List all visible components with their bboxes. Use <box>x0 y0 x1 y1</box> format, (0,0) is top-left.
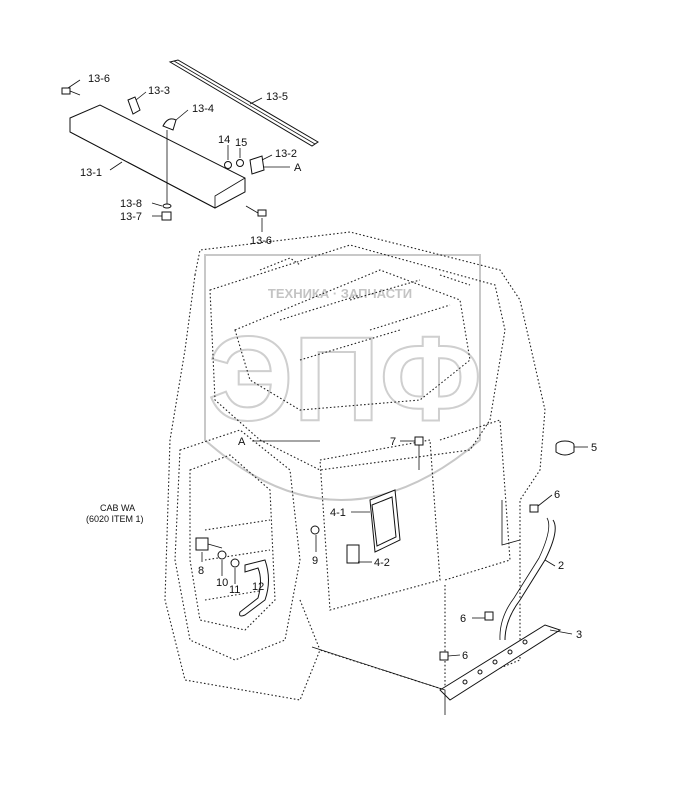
bolt-8 <box>195 537 223 551</box>
callout-6-mid: 6 <box>460 613 466 625</box>
callout-13-6-top: 13-6 <box>88 73 110 85</box>
leader-lines <box>67 79 588 715</box>
callout-13-8: 13-8 <box>120 198 142 210</box>
watermark-tagline: ТЕХНИКА · ЗАПЧАСТИ <box>268 286 412 301</box>
fasteners-13-7-13-8 <box>161 203 172 221</box>
callout-15: 15 <box>235 137 247 149</box>
watermark-letters: ЭПФ <box>208 312 482 446</box>
pipe-2 <box>499 517 556 641</box>
bolt-7 <box>414 436 424 470</box>
callout-5: 5 <box>591 442 597 454</box>
callout-9: 9 <box>312 555 318 567</box>
cab-note-line1: CAB WA <box>100 503 135 513</box>
callout-12: 12 <box>252 581 264 593</box>
cover-panel-13-1 <box>69 104 246 209</box>
handle-12 <box>239 559 269 617</box>
callout-7: 7 <box>390 436 396 448</box>
callout-labels: 13-6 13-3 13-5 13-4 14 15 13-2 A 13-1 13… <box>80 73 597 662</box>
cab-reference-note: CAB WA (6020 ITEM 1) <box>86 503 144 524</box>
callout-6-low: 6 <box>462 650 468 662</box>
callout-2: 2 <box>558 560 564 572</box>
plate-3 <box>439 624 562 701</box>
callout-8: 8 <box>198 565 204 577</box>
callout-13-4: 13-4 <box>192 103 214 115</box>
callout-14: 14 <box>218 134 230 146</box>
callout-13-1: 13-1 <box>80 167 102 179</box>
cab-note-line2: (6020 ITEM 1) <box>86 514 144 524</box>
callout-13-7: 13-7 <box>120 211 142 223</box>
callout-a-mid: A <box>238 436 246 448</box>
hook-13-4 <box>162 118 177 205</box>
mirror-bracket-4-2 <box>346 544 360 564</box>
callout-13-2: 13-2 <box>275 148 297 160</box>
callout-3: 3 <box>576 629 582 641</box>
cap-5 <box>555 440 575 456</box>
callout-4-1: 4-1 <box>330 507 346 519</box>
bracket-13-3 <box>127 96 141 115</box>
callout-4-2: 4-2 <box>374 557 390 569</box>
callout-6-right: 6 <box>554 489 560 501</box>
watermark: ТЕХНИКА · ЗАПЧАСТИ ЭПФ <box>204 254 483 501</box>
callout-a-top: A <box>294 162 302 174</box>
mirror-4-1 <box>369 489 401 553</box>
latch-13-2 <box>249 155 265 175</box>
washers-9-10-11 <box>217 525 320 568</box>
bolt-13-6-bottom <box>245 205 267 217</box>
bolts-6 <box>439 504 539 661</box>
callout-13-5: 13-5 <box>266 91 288 103</box>
seal-strip-13-5 <box>168 59 319 147</box>
cab-body <box>164 231 546 701</box>
callout-13-6-bottom: 13-6 <box>250 235 272 247</box>
bolt-13-6-top <box>61 87 81 96</box>
callout-11: 11 <box>229 584 240 596</box>
washers-14-15 <box>224 159 244 169</box>
callout-13-3: 13-3 <box>148 85 170 97</box>
callout-10: 10 <box>216 577 228 589</box>
